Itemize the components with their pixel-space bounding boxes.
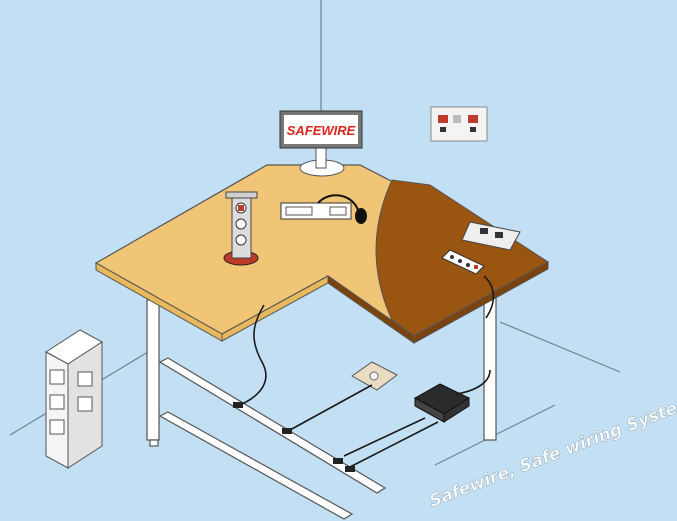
desk-top	[94, 164, 550, 344]
cables	[239, 275, 495, 469]
trunking-connectors	[233, 402, 355, 472]
desk-edge-socket-icon	[461, 221, 521, 251]
desk-frame	[146, 289, 497, 447]
floor-trunking	[158, 357, 387, 520]
tagline-caption: Safewire, Safe wiring System	[427, 392, 677, 512]
monitor-icon: SAFEWIRE	[279, 110, 363, 177]
power-strip-icon	[441, 249, 485, 275]
desk-power-module-icon	[280, 194, 367, 224]
pop-up-socket-tower-icon	[223, 191, 259, 266]
floor-box-icon	[413, 383, 471, 423]
floor-outlet-plate-icon	[351, 361, 398, 391]
brand-logo-text: SAFEWIRE	[287, 123, 356, 138]
floor-socket-tower-icon	[45, 329, 103, 469]
wall-socket-icon	[430, 106, 488, 142]
